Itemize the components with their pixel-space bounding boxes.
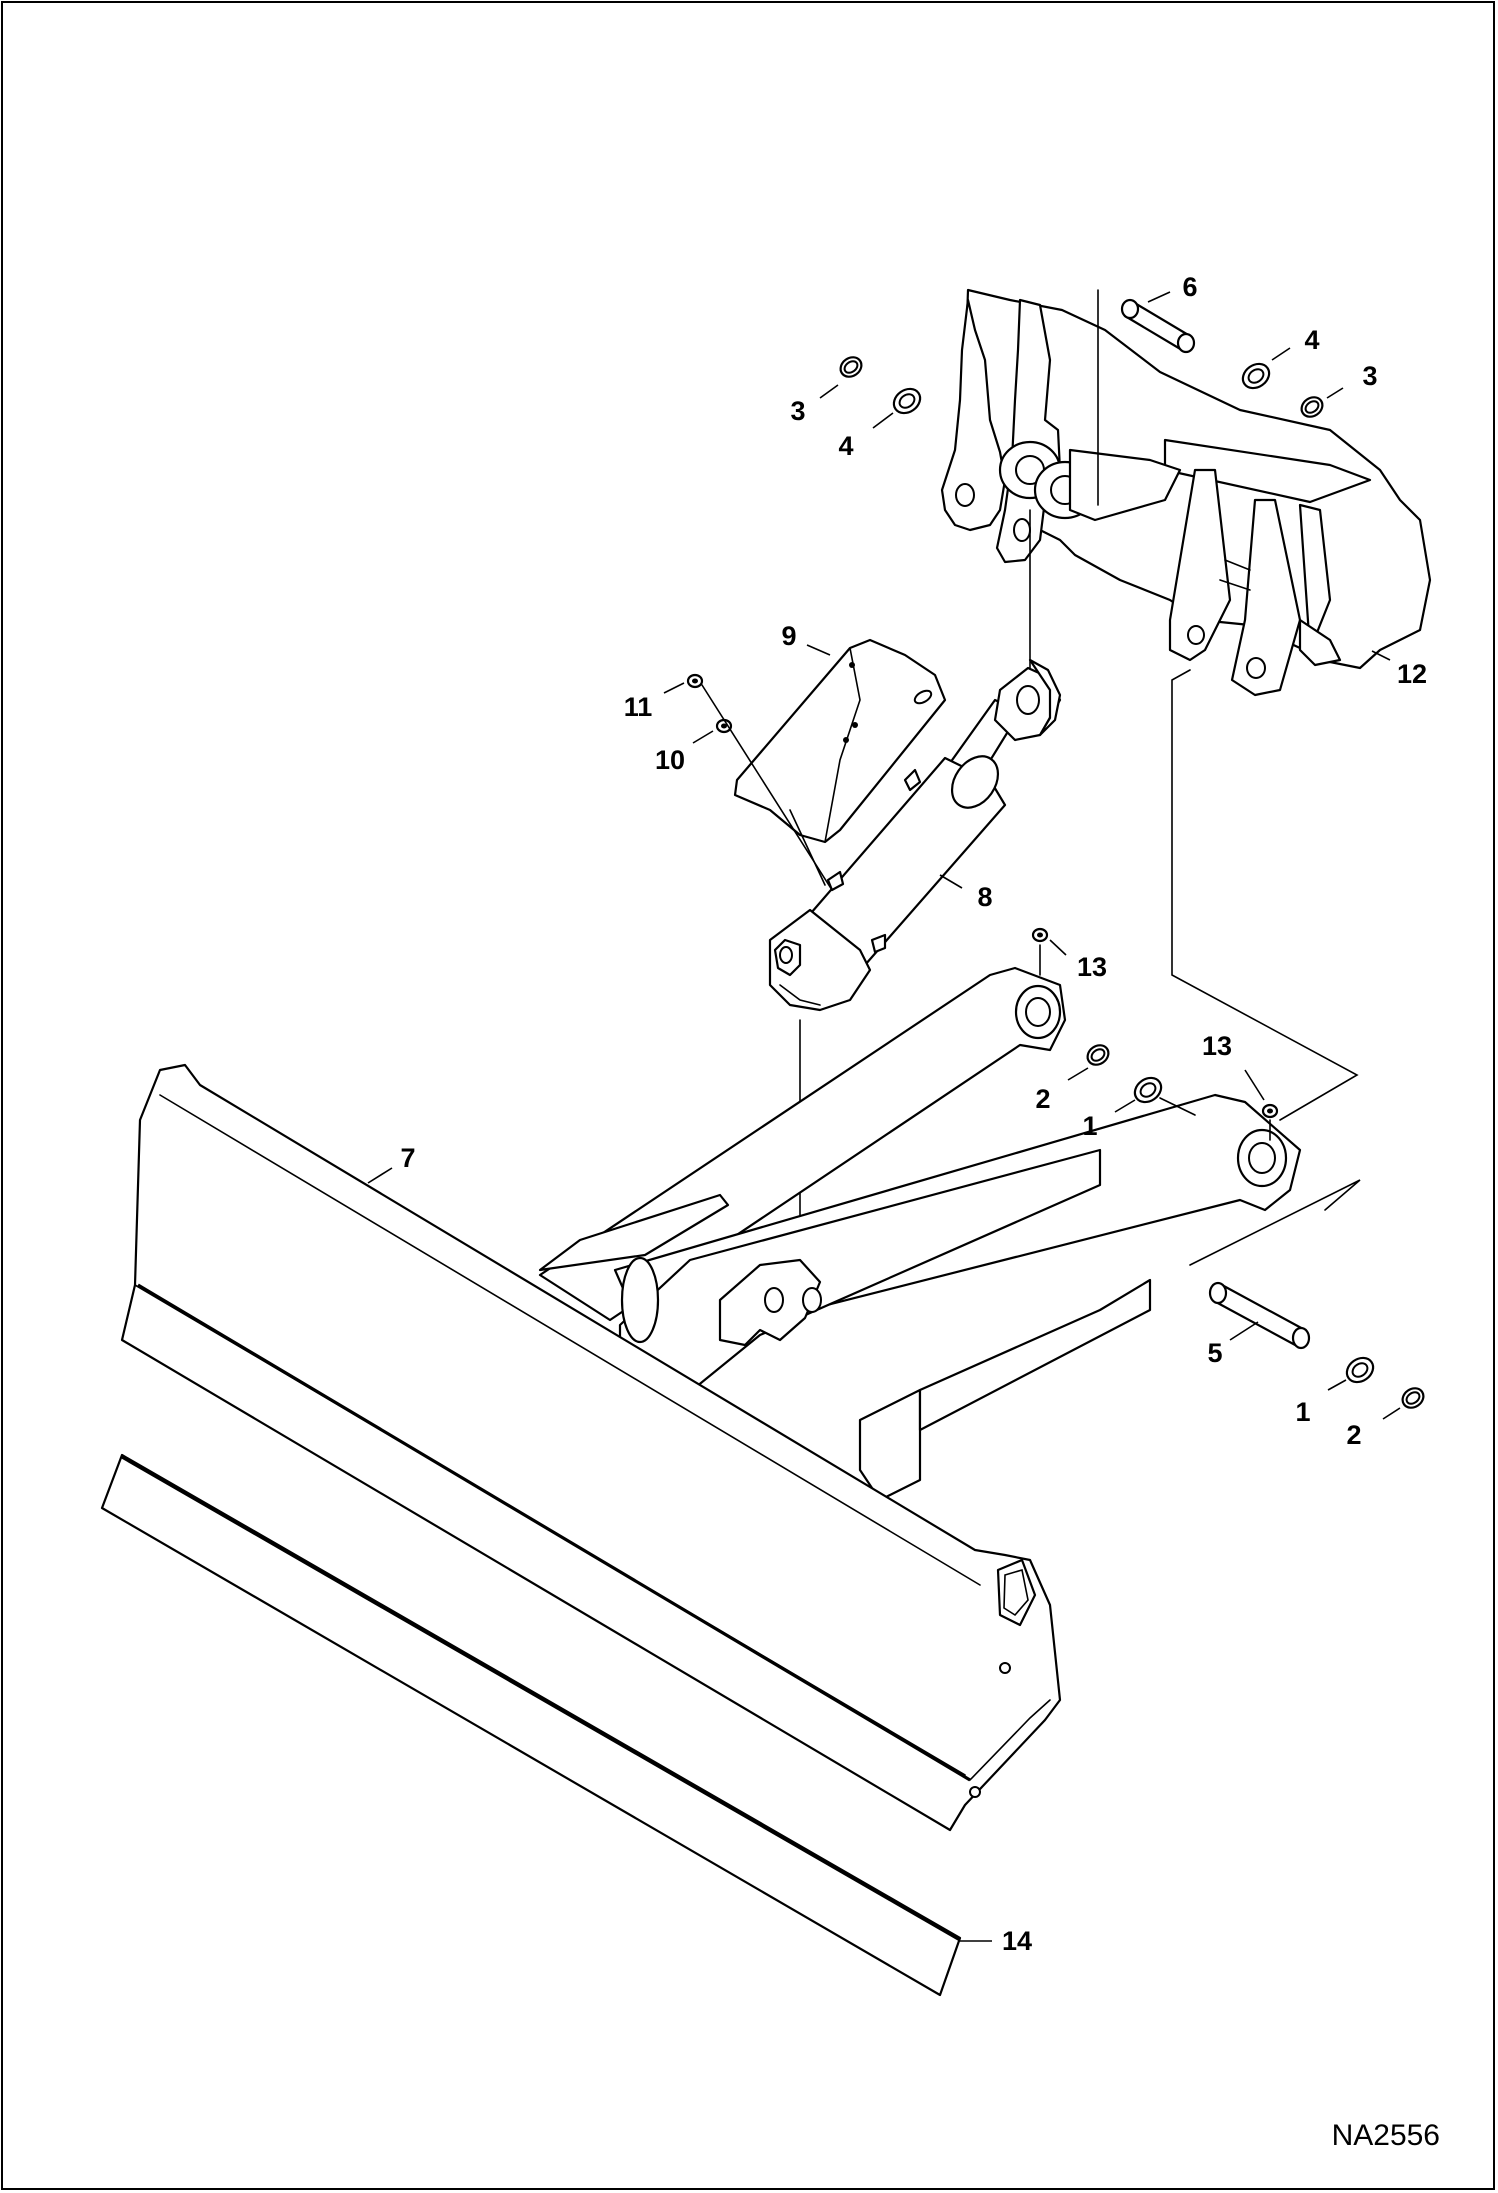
- callout-4-upper-right: 4: [1271, 325, 1320, 361]
- bracket-ear-left: [940, 298, 1182, 564]
- callout-6: 6: [1147, 272, 1198, 303]
- callout-4-upper-left: 4: [838, 412, 894, 461]
- svg-text:4: 4: [1304, 325, 1319, 355]
- pin-6: [1120, 298, 1196, 354]
- grease-fitting-13-right: [1261, 1103, 1279, 1119]
- svg-text:14: 14: [1002, 1926, 1032, 1956]
- bolt-11: [686, 673, 704, 689]
- assembly-line-washer-middle: [1159, 1097, 1196, 1116]
- callout-11: 11: [624, 682, 685, 722]
- assembly-line-pin5: [1189, 1179, 1361, 1266]
- callout-9: 9: [781, 621, 831, 656]
- mounting-bracket-12: [963, 288, 1432, 697]
- svg-text:1: 1: [1295, 1397, 1310, 1427]
- svg-text:3: 3: [1362, 361, 1377, 391]
- svg-text:7: 7: [400, 1143, 415, 1173]
- svg-text:1: 1: [1082, 1111, 1097, 1141]
- washer-4-upper-left: [892, 387, 922, 415]
- svg-text:8: 8: [977, 882, 992, 912]
- svg-text:13: 13: [1202, 1031, 1232, 1061]
- callout-3-upper-right: 3: [1326, 361, 1378, 399]
- callout-12: 12: [1371, 650, 1427, 689]
- callout-13-right: 13: [1202, 1031, 1265, 1101]
- washer-4-upper-right: [1241, 362, 1271, 390]
- callout-3-upper-left: 3: [790, 384, 839, 426]
- cylinder-guard-9: [733, 638, 947, 844]
- assembly-line-guard: [789, 809, 826, 886]
- svg-text:2: 2: [1346, 1420, 1361, 1450]
- grease-fitting-13-left: [1031, 927, 1049, 943]
- callout-1-lower: 1: [1295, 1379, 1347, 1427]
- callout-2-lower: 2: [1346, 1407, 1401, 1450]
- callout-14: 14: [958, 1926, 1032, 1956]
- assembly-line-bolt: [701, 684, 833, 891]
- svg-text:11: 11: [624, 692, 653, 722]
- callout-13-left: 13: [1049, 939, 1107, 982]
- dozer-blade-7: [120, 1063, 1062, 1832]
- callout-8: 8: [939, 874, 993, 912]
- hydraulic-cylinder-8: [768, 658, 1062, 1012]
- assembly-line-bracket-to-frame: [1171, 669, 1359, 1121]
- snap-ring-3-upper-left: [839, 356, 863, 378]
- callout-5: 5: [1207, 1321, 1259, 1368]
- pin-5: [1208, 1281, 1311, 1350]
- callout-1-middle: 1: [1082, 1099, 1136, 1141]
- svg-text:6: 6: [1182, 272, 1197, 302]
- svg-text:4: 4: [838, 431, 853, 461]
- snap-ring-2-lower: [1401, 1387, 1425, 1409]
- svg-text:9: 9: [781, 621, 796, 651]
- callout-2-middle: 2: [1035, 1067, 1089, 1114]
- washer-1-lower: [1345, 1356, 1375, 1384]
- svg-text:10: 10: [655, 745, 685, 775]
- svg-text:2: 2: [1035, 1084, 1050, 1114]
- svg-text:12: 12: [1397, 659, 1427, 689]
- svg-text:5: 5: [1207, 1338, 1222, 1368]
- washer-1-middle: [1133, 1076, 1163, 1104]
- svg-text:13: 13: [1077, 952, 1107, 982]
- snap-ring-2-middle: [1086, 1044, 1110, 1066]
- cutting-edge-14: [100, 1453, 962, 1997]
- lift-frame: [538, 966, 1302, 1502]
- callout-10: 10: [655, 730, 714, 775]
- figure-id: NA2556: [1331, 2119, 1440, 2152]
- snap-ring-3-upper-right: [1300, 396, 1324, 418]
- svg-text:3: 3: [790, 396, 805, 426]
- callout-7: 7: [367, 1143, 416, 1184]
